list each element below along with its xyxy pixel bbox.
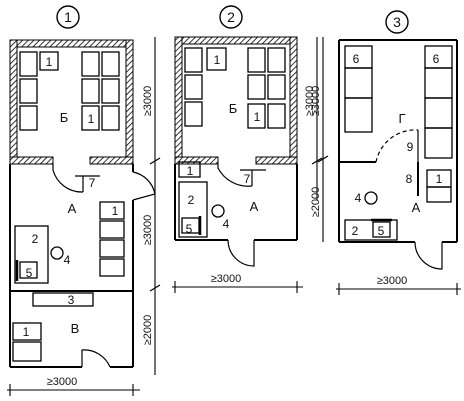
plan-3-rack-label-b: 6	[433, 52, 440, 66]
plan-3-stool-label: 4	[355, 191, 362, 205]
plan-1-seats-left	[19, 51, 59, 131]
plan-2-seat-label-a: 1	[214, 53, 221, 67]
plan-1-lower-door	[81, 349, 111, 368]
plan-2-seats-left	[184, 47, 227, 127]
plan-3: 3 6 6 Г 9 8 1 А	[310, 10, 461, 295]
plan-3-rack-label-a: 6	[353, 52, 360, 66]
plan-3-cabinet-label: 1	[436, 172, 443, 186]
plan-2-stool	[211, 204, 225, 218]
plan-3-door-a-label: 9	[407, 140, 414, 154]
plan-3-chair	[372, 221, 391, 238]
plan-1-exit-door	[132, 171, 156, 201]
plan-2-number: 2	[227, 9, 235, 25]
plan-1-wall-left	[9, 39, 18, 165]
plan-2-exit-door	[227, 239, 255, 267]
plan-1-dim-lower: ≥2000	[142, 315, 154, 346]
plan-1-dim-middle: ≥3000	[142, 215, 154, 246]
plan-2-wall-left	[174, 36, 183, 165]
plan-2-door-arc	[217, 164, 253, 187]
plan-3-door-b-label: 8	[406, 172, 413, 186]
plan-1-room-lower: В	[71, 321, 80, 336]
plan-1-lower-cabinet	[12, 322, 42, 341]
plan-2-room-upper: Б	[229, 101, 238, 116]
plan-1-room-b-walls	[9, 291, 134, 368]
plan-3-room-middle: А	[412, 200, 421, 215]
plan-2-dim-upper: ≥3000	[304, 86, 316, 117]
plan-3-number-circle	[385, 10, 409, 34]
plan-1-number: 1	[64, 9, 72, 25]
plan-1-seat-label-a: 1	[46, 55, 53, 69]
plan-1-cabinet-label: 1	[112, 204, 119, 218]
plan-2-number-circle	[219, 5, 243, 29]
plan-1: 1 1 1 Б 7	[7, 5, 161, 396]
plan-3-stool	[364, 191, 378, 205]
plan-2-desk	[178, 181, 208, 238]
plan-2-dim-width: ≥3000	[211, 273, 242, 285]
plan-1-wall-bottom-left	[9, 156, 54, 165]
plan-1-stool	[50, 246, 64, 260]
plan-2-room-middle: А	[250, 199, 259, 214]
plan-2-seat-label-b: 1	[254, 110, 261, 124]
plan-2-desk-label: 2	[188, 193, 195, 207]
plan-3-outer-walls	[338, 39, 458, 243]
plan-2-cabinet-label: 1	[187, 164, 194, 178]
plan-1-seats-right	[81, 51, 120, 131]
plan-3-racks-right	[424, 45, 453, 159]
plan-1-lower-cabinet-label: 1	[23, 325, 30, 339]
plan-3-room-upper: Г	[398, 111, 405, 126]
plan-3-number: 3	[393, 14, 401, 30]
plan-1-room-middle: А	[68, 201, 77, 216]
plan-3-racks-left	[344, 45, 373, 133]
plan-1-wall-bottom-right	[89, 156, 134, 165]
plan-1-chair-label: 5	[26, 266, 33, 280]
plan-3-exit-door	[414, 241, 443, 270]
plan-2-cabinet	[178, 161, 201, 178]
plan-1-door-arc	[52, 164, 84, 193]
plan-2: 2 1 1 Б 7	[172, 5, 323, 293]
plan-1-wall-right	[125, 39, 134, 165]
plan-1-room-upper: Б	[60, 110, 69, 125]
plan-1-dim-upper: ≥3000	[142, 86, 154, 117]
plan-2-wall-right	[289, 36, 298, 165]
plan-3-chair-label: 5	[378, 224, 385, 238]
plan-2-seats-right	[247, 47, 286, 129]
plan-3-dim-upper: ≥3000	[310, 86, 322, 117]
plan-2-door-marker: 7	[244, 172, 251, 186]
plan-1-stool-label: 4	[64, 253, 71, 267]
plan-1-room-a-walls	[9, 164, 134, 291]
plan-1-dim-width: ≥3000	[47, 376, 78, 388]
plan-1-desk-label: 2	[32, 232, 39, 246]
plan-1-cabinets	[99, 201, 125, 277]
plan-3-desk-label: 2	[352, 224, 359, 238]
plan-1-desk	[14, 225, 49, 284]
plan-2-chair-label: 5	[186, 222, 193, 236]
plan-2-stool-label: 4	[223, 217, 230, 231]
plan-1-number-circle	[56, 5, 80, 29]
plan-1-bench	[32, 292, 94, 307]
plan-1-door-marker: 7	[89, 176, 96, 190]
plan-1-chair	[19, 261, 38, 279]
plan-1-wall-top	[9, 39, 134, 48]
plan-1-bench-label: 3	[68, 293, 75, 307]
plan-2-room-a-walls	[174, 164, 298, 241]
plan-1-seat-label-b: 1	[88, 112, 95, 126]
plan-3-dim-width: ≥3000	[377, 275, 408, 287]
plan-3-dim-middle: ≥2000	[310, 187, 322, 218]
plan-2-wall-top	[174, 36, 298, 45]
plan-3-dashed-door	[375, 129, 419, 163]
